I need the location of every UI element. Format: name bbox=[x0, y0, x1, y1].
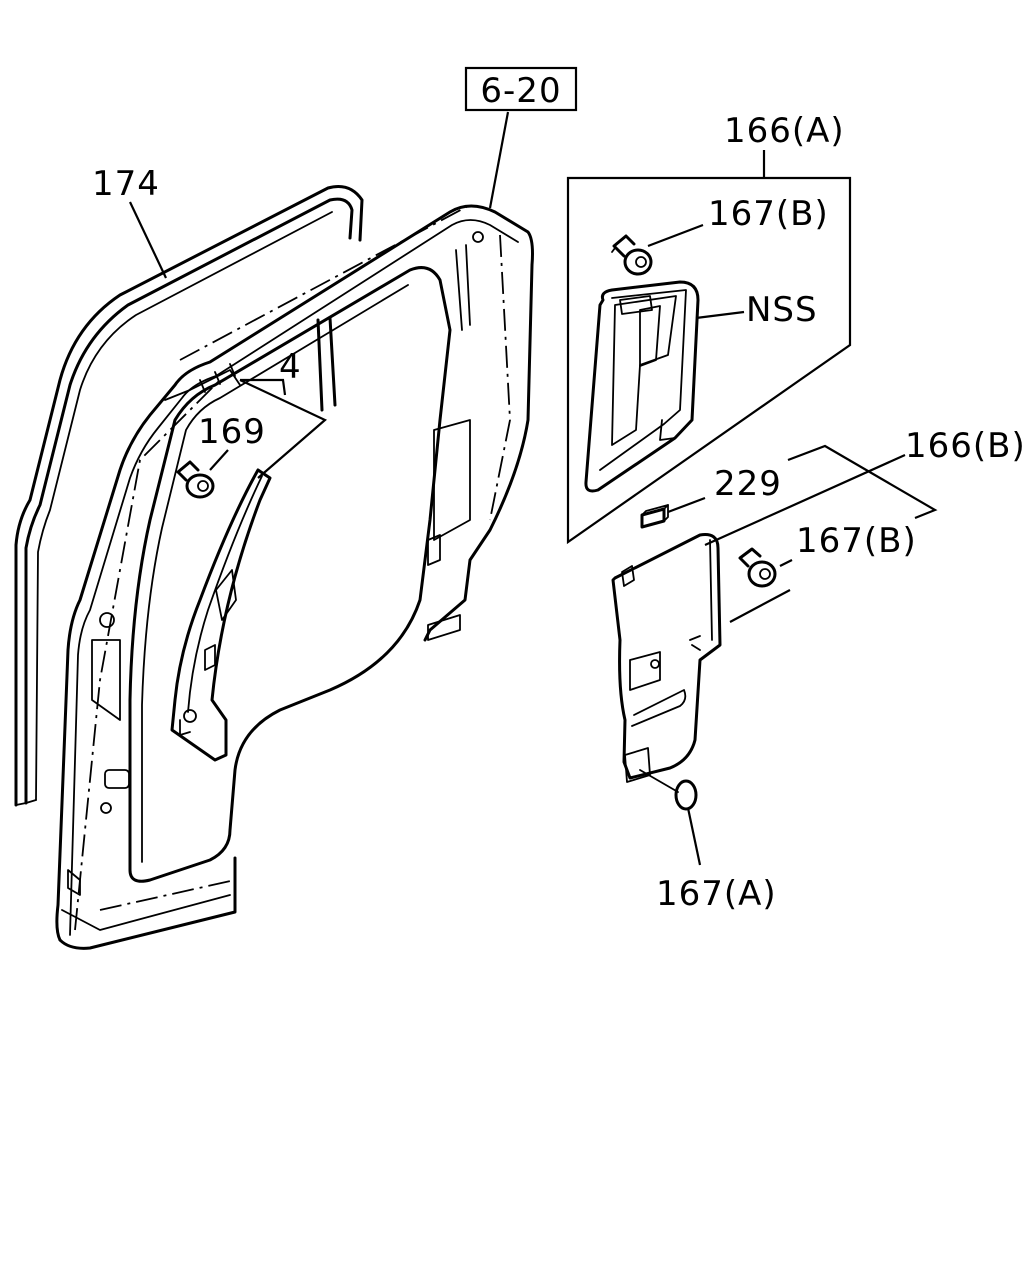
clip-167b-lower-icon bbox=[738, 547, 777, 588]
label-174: 174 bbox=[92, 164, 160, 204]
lower-trim-panel bbox=[611, 533, 722, 783]
clip-167a-icon bbox=[639, 769, 698, 811]
door-panel bbox=[55, 204, 534, 950]
leader-lines bbox=[129, 111, 938, 866]
weatherstrip-174 bbox=[14, 185, 364, 807]
upper-trim-panel bbox=[584, 280, 700, 493]
label-167b-upper: 167(B) bbox=[708, 194, 829, 234]
clip-169-icon bbox=[176, 460, 215, 499]
ref-box-6-20: 6-20 bbox=[464, 66, 578, 112]
label-166b: 166(B) bbox=[905, 426, 1024, 466]
group-box-166a bbox=[566, 176, 852, 545]
trim-panel-4 bbox=[170, 468, 272, 762]
label-167a: 167(A) bbox=[656, 874, 777, 914]
label-nss: NSS bbox=[746, 290, 818, 330]
label-229: 229 bbox=[714, 464, 782, 504]
label-167b-lower: 167(B) bbox=[796, 521, 917, 561]
label-166a: 166(A) bbox=[724, 111, 845, 151]
ref-box-label: 6-20 bbox=[480, 71, 561, 111]
label-4: 4 bbox=[279, 347, 302, 387]
clip-167b-upper-icon bbox=[611, 234, 653, 276]
label-169: 169 bbox=[198, 412, 266, 452]
tape-229 bbox=[640, 504, 669, 529]
